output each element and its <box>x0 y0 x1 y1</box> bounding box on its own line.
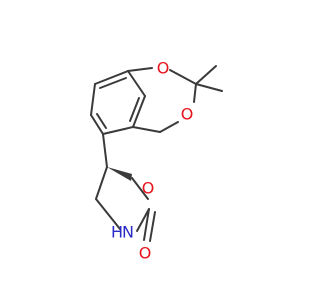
bond <box>136 208 150 232</box>
bond <box>193 83 197 103</box>
oxygen-label-carbonyl: O <box>139 244 152 263</box>
atom-labels: O O O N H O <box>111 59 193 263</box>
stereo-wedge <box>107 167 132 181</box>
bond <box>169 69 197 85</box>
bond <box>132 126 161 133</box>
bond <box>127 70 146 97</box>
methyl-bond <box>195 65 217 85</box>
carbonyl-bond <box>143 208 150 241</box>
bond <box>132 95 146 128</box>
bond <box>102 126 134 135</box>
bond <box>95 198 121 230</box>
bond <box>102 133 108 168</box>
bond <box>90 114 104 135</box>
oxygen-label-ring1: O <box>157 59 170 78</box>
bond-double <box>99 77 127 89</box>
oxygen-label-ring2: O <box>181 105 194 124</box>
bond <box>131 177 149 200</box>
bonds <box>90 65 223 242</box>
bond <box>90 83 96 116</box>
bond-double <box>129 97 140 122</box>
oxygen-label-oxazolidinone: O <box>142 179 155 198</box>
bond <box>159 121 179 133</box>
hydrogen-label: H <box>111 223 123 242</box>
bond <box>127 67 153 72</box>
bond-double <box>96 113 107 129</box>
carbonyl-bond <box>149 211 156 242</box>
nitrogen-label: N <box>122 223 134 242</box>
molecule-diagram: O O O N H O <box>90 59 223 263</box>
bond <box>94 70 129 85</box>
structure-svg: O O O N H O <box>90 59 223 263</box>
bond <box>95 166 108 200</box>
methyl-bond <box>195 83 223 92</box>
